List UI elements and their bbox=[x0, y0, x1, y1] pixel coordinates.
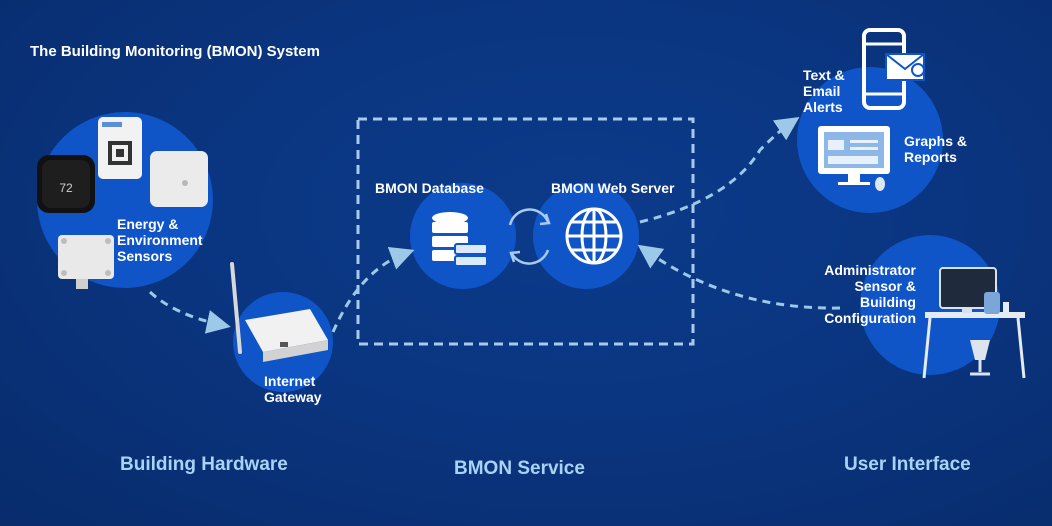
thermostat-reading: 72 bbox=[59, 181, 73, 195]
alerts-label-line1: Text & bbox=[803, 67, 845, 83]
database-icon bbox=[432, 212, 488, 267]
admin-label-line2: Sensor & bbox=[854, 278, 916, 294]
arrow-admin-to-webserver bbox=[637, 244, 841, 310]
arrow-sensors-to-gateway bbox=[148, 290, 231, 334]
sensor-device-qr-icon bbox=[98, 117, 142, 179]
section-user-interface: User Interface bbox=[844, 454, 971, 475]
globe-icon bbox=[565, 207, 623, 265]
desk-workstation-icon bbox=[922, 267, 1026, 379]
graphs-label-line1: Graphs & bbox=[904, 133, 968, 149]
phone-email-icon bbox=[862, 28, 925, 110]
monitor-icon bbox=[818, 126, 890, 191]
section-bmon-service: BMON Service bbox=[454, 458, 585, 479]
database-label: BMON Database bbox=[375, 180, 484, 196]
arrow-webserver-to-alerts bbox=[639, 117, 800, 224]
sensors-label-line1: Energy & bbox=[117, 216, 179, 232]
webserver-label: BMON Web Server bbox=[551, 180, 675, 196]
admin-label-line1: Administrator bbox=[824, 262, 916, 278]
admin-label: Administrator Sensor & Building Configur… bbox=[824, 262, 916, 326]
graphs-label-line2: Reports bbox=[904, 149, 957, 165]
alerts-label-line3: Alerts bbox=[803, 99, 843, 115]
gateway-label-line2: Gateway bbox=[264, 389, 322, 405]
alerts-label-line2: Email bbox=[803, 83, 841, 99]
wall-sensor-icon bbox=[150, 151, 208, 207]
router-icon bbox=[230, 262, 328, 362]
arrow-gateway-to-database bbox=[331, 246, 415, 333]
sensors-label-line2: Environment bbox=[117, 232, 203, 248]
section-building-hardware: Building Hardware bbox=[120, 454, 288, 475]
thermostat-icon: 72 bbox=[37, 155, 95, 213]
enclosure-sensor-icon bbox=[58, 235, 114, 289]
diagram-title: The Building Monitoring (BMON) System bbox=[30, 43, 320, 60]
sensors-label-line3: Sensors bbox=[117, 248, 173, 264]
gateway-label-line1: Internet bbox=[264, 373, 316, 389]
admin-label-line3: Building bbox=[860, 294, 916, 310]
sync-arrows-icon bbox=[508, 208, 551, 265]
bmon-service-box bbox=[356, 117, 695, 346]
admin-label-line4: Configuration bbox=[824, 310, 916, 326]
